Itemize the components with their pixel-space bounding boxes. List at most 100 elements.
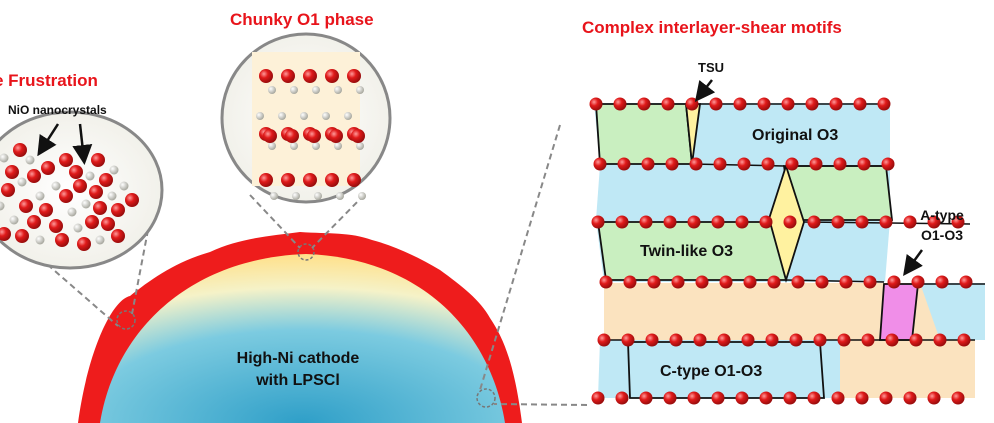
cathode-particle: High-Ni cathode with LPSCl: [78, 232, 522, 423]
atom-sphere-icon: [857, 157, 871, 171]
atom-sphere-icon: [356, 86, 364, 94]
atom-sphere-icon: [761, 157, 775, 171]
atom-sphere-icon: [903, 215, 917, 229]
atom-sphere-icon: [737, 157, 751, 171]
atom-sphere-icon: [39, 203, 53, 217]
atom-sphere-icon: [95, 235, 105, 245]
atom-sphere-icon: [639, 391, 653, 405]
atom-sphere-icon: [951, 391, 965, 405]
layer-band-peach-2: [840, 340, 975, 398]
atom-sphere-icon: [593, 157, 607, 171]
atom-sphere-icon: [783, 215, 797, 229]
atom-sphere-icon: [911, 275, 925, 289]
atom-sphere-icon: [663, 215, 677, 229]
dashed-zoom-circle-icon: [476, 388, 496, 408]
atom-sphere-icon: [597, 333, 611, 347]
atom-sphere-icon: [637, 97, 651, 111]
twin-like-o3-label: Twin-like O3: [640, 243, 733, 260]
o1-zoom-panel: [220, 32, 392, 204]
cathode-label-line2: with LPSCl: [255, 372, 340, 389]
atom-sphere-icon: [743, 275, 757, 289]
atom-sphere-icon: [695, 275, 709, 289]
atom-sphere-icon: [711, 391, 725, 405]
atom-sphere-icon: [831, 215, 845, 229]
atom-sphere-icon: [927, 215, 941, 229]
atom-sphere-icon: [15, 229, 29, 243]
atom-sphere-icon: [73, 223, 83, 233]
atom-sphere-icon: [259, 173, 273, 187]
layer-band-blue-right: [920, 283, 985, 340]
atom-sphere-icon: [59, 153, 73, 167]
atom-sphere-icon: [312, 142, 320, 150]
atom-sphere-icon: [290, 142, 298, 150]
arrow-icon: [903, 249, 924, 277]
tsu-label: TSU: [698, 60, 724, 75]
atom-sphere-icon: [765, 333, 779, 347]
atom-sphere-icon: [99, 173, 113, 187]
atom-sphere-icon: [589, 97, 603, 111]
atom-sphere-icon: [879, 391, 893, 405]
atom-sphere-icon: [303, 69, 317, 83]
atom-sphere-icon: [0, 153, 9, 163]
atom-sphere-icon: [759, 391, 773, 405]
atom-sphere-icon: [268, 86, 276, 94]
atom-sphere-icon: [957, 333, 971, 347]
cathode-core: [100, 254, 505, 423]
atom-sphere-icon: [119, 181, 129, 191]
atom-sphere-icon: [933, 333, 947, 347]
atom-sphere-icon: [885, 333, 899, 347]
atom-sphere-icon: [685, 97, 699, 111]
atom-sphere-icon: [325, 69, 339, 83]
atom-sphere-icon: [312, 86, 320, 94]
atom-sphere-icon: [813, 333, 827, 347]
atom-sphere-icon: [358, 192, 366, 200]
atom-sphere-icon: [334, 86, 342, 94]
arrow-icon: [37, 123, 60, 157]
atom-sphere-icon: [855, 215, 869, 229]
atom-sphere-icon: [259, 69, 273, 83]
atom-sphere-icon: [591, 215, 605, 229]
atom-sphere-icon: [256, 112, 264, 120]
atom-sphere-icon: [791, 275, 805, 289]
atom-sphere-icon: [663, 391, 677, 405]
atom-sphere-icon: [347, 173, 361, 187]
atom-sphere-icon: [669, 333, 683, 347]
nio-atom-cluster: [0, 143, 139, 251]
atom-sphere-icon: [733, 97, 747, 111]
atom-sphere-icon: [807, 391, 821, 405]
atom-sphere-icon: [69, 165, 83, 179]
nio-zoom-panel: NiO nanocrystals: [0, 103, 164, 270]
atom-sphere-icon: [809, 157, 823, 171]
atom-sphere-icon: [329, 129, 343, 143]
atom-sphere-icon: [665, 157, 679, 171]
atom-sphere-icon: [863, 275, 877, 289]
o1-atom-lattice: [256, 69, 366, 200]
nio-label: NiO nanocrystals: [8, 103, 107, 117]
atom-sphere-icon: [93, 201, 107, 215]
atom-sphere-icon: [35, 235, 45, 245]
atom-sphere-icon: [785, 157, 799, 171]
atom-sphere-icon: [927, 391, 941, 405]
atom-sphere-icon: [833, 157, 847, 171]
atom-sphere-icon: [951, 215, 965, 229]
atom-sphere-icon: [314, 192, 322, 200]
arrow-icon: [72, 123, 93, 165]
atom-sphere-icon: [25, 155, 35, 165]
title-right: Complex interlayer-shear motifs: [582, 18, 842, 37]
atom-sphere-icon: [263, 129, 277, 143]
atom-sphere-icon: [89, 185, 103, 199]
atom-sphere-icon: [877, 97, 891, 111]
atom-sphere-icon: [281, 173, 295, 187]
atom-sphere-icon: [613, 97, 627, 111]
shear-motifs-panel: TSU Original O3 Twin-like O3 A-type O1-O…: [589, 60, 985, 405]
atom-sphere-icon: [661, 97, 675, 111]
a-type-label-line1: A-type: [920, 207, 964, 223]
atom-sphere-icon: [278, 112, 286, 120]
dashed-zoom-circle-icon: [116, 310, 136, 330]
atom-sphere-icon: [879, 215, 893, 229]
atom-sphere-icon: [85, 215, 99, 229]
atom-sphere-icon: [290, 86, 298, 94]
atom-sphere-icon: [125, 193, 139, 207]
atom-sphere-icon: [807, 215, 821, 229]
atom-sphere-icon: [17, 177, 27, 187]
